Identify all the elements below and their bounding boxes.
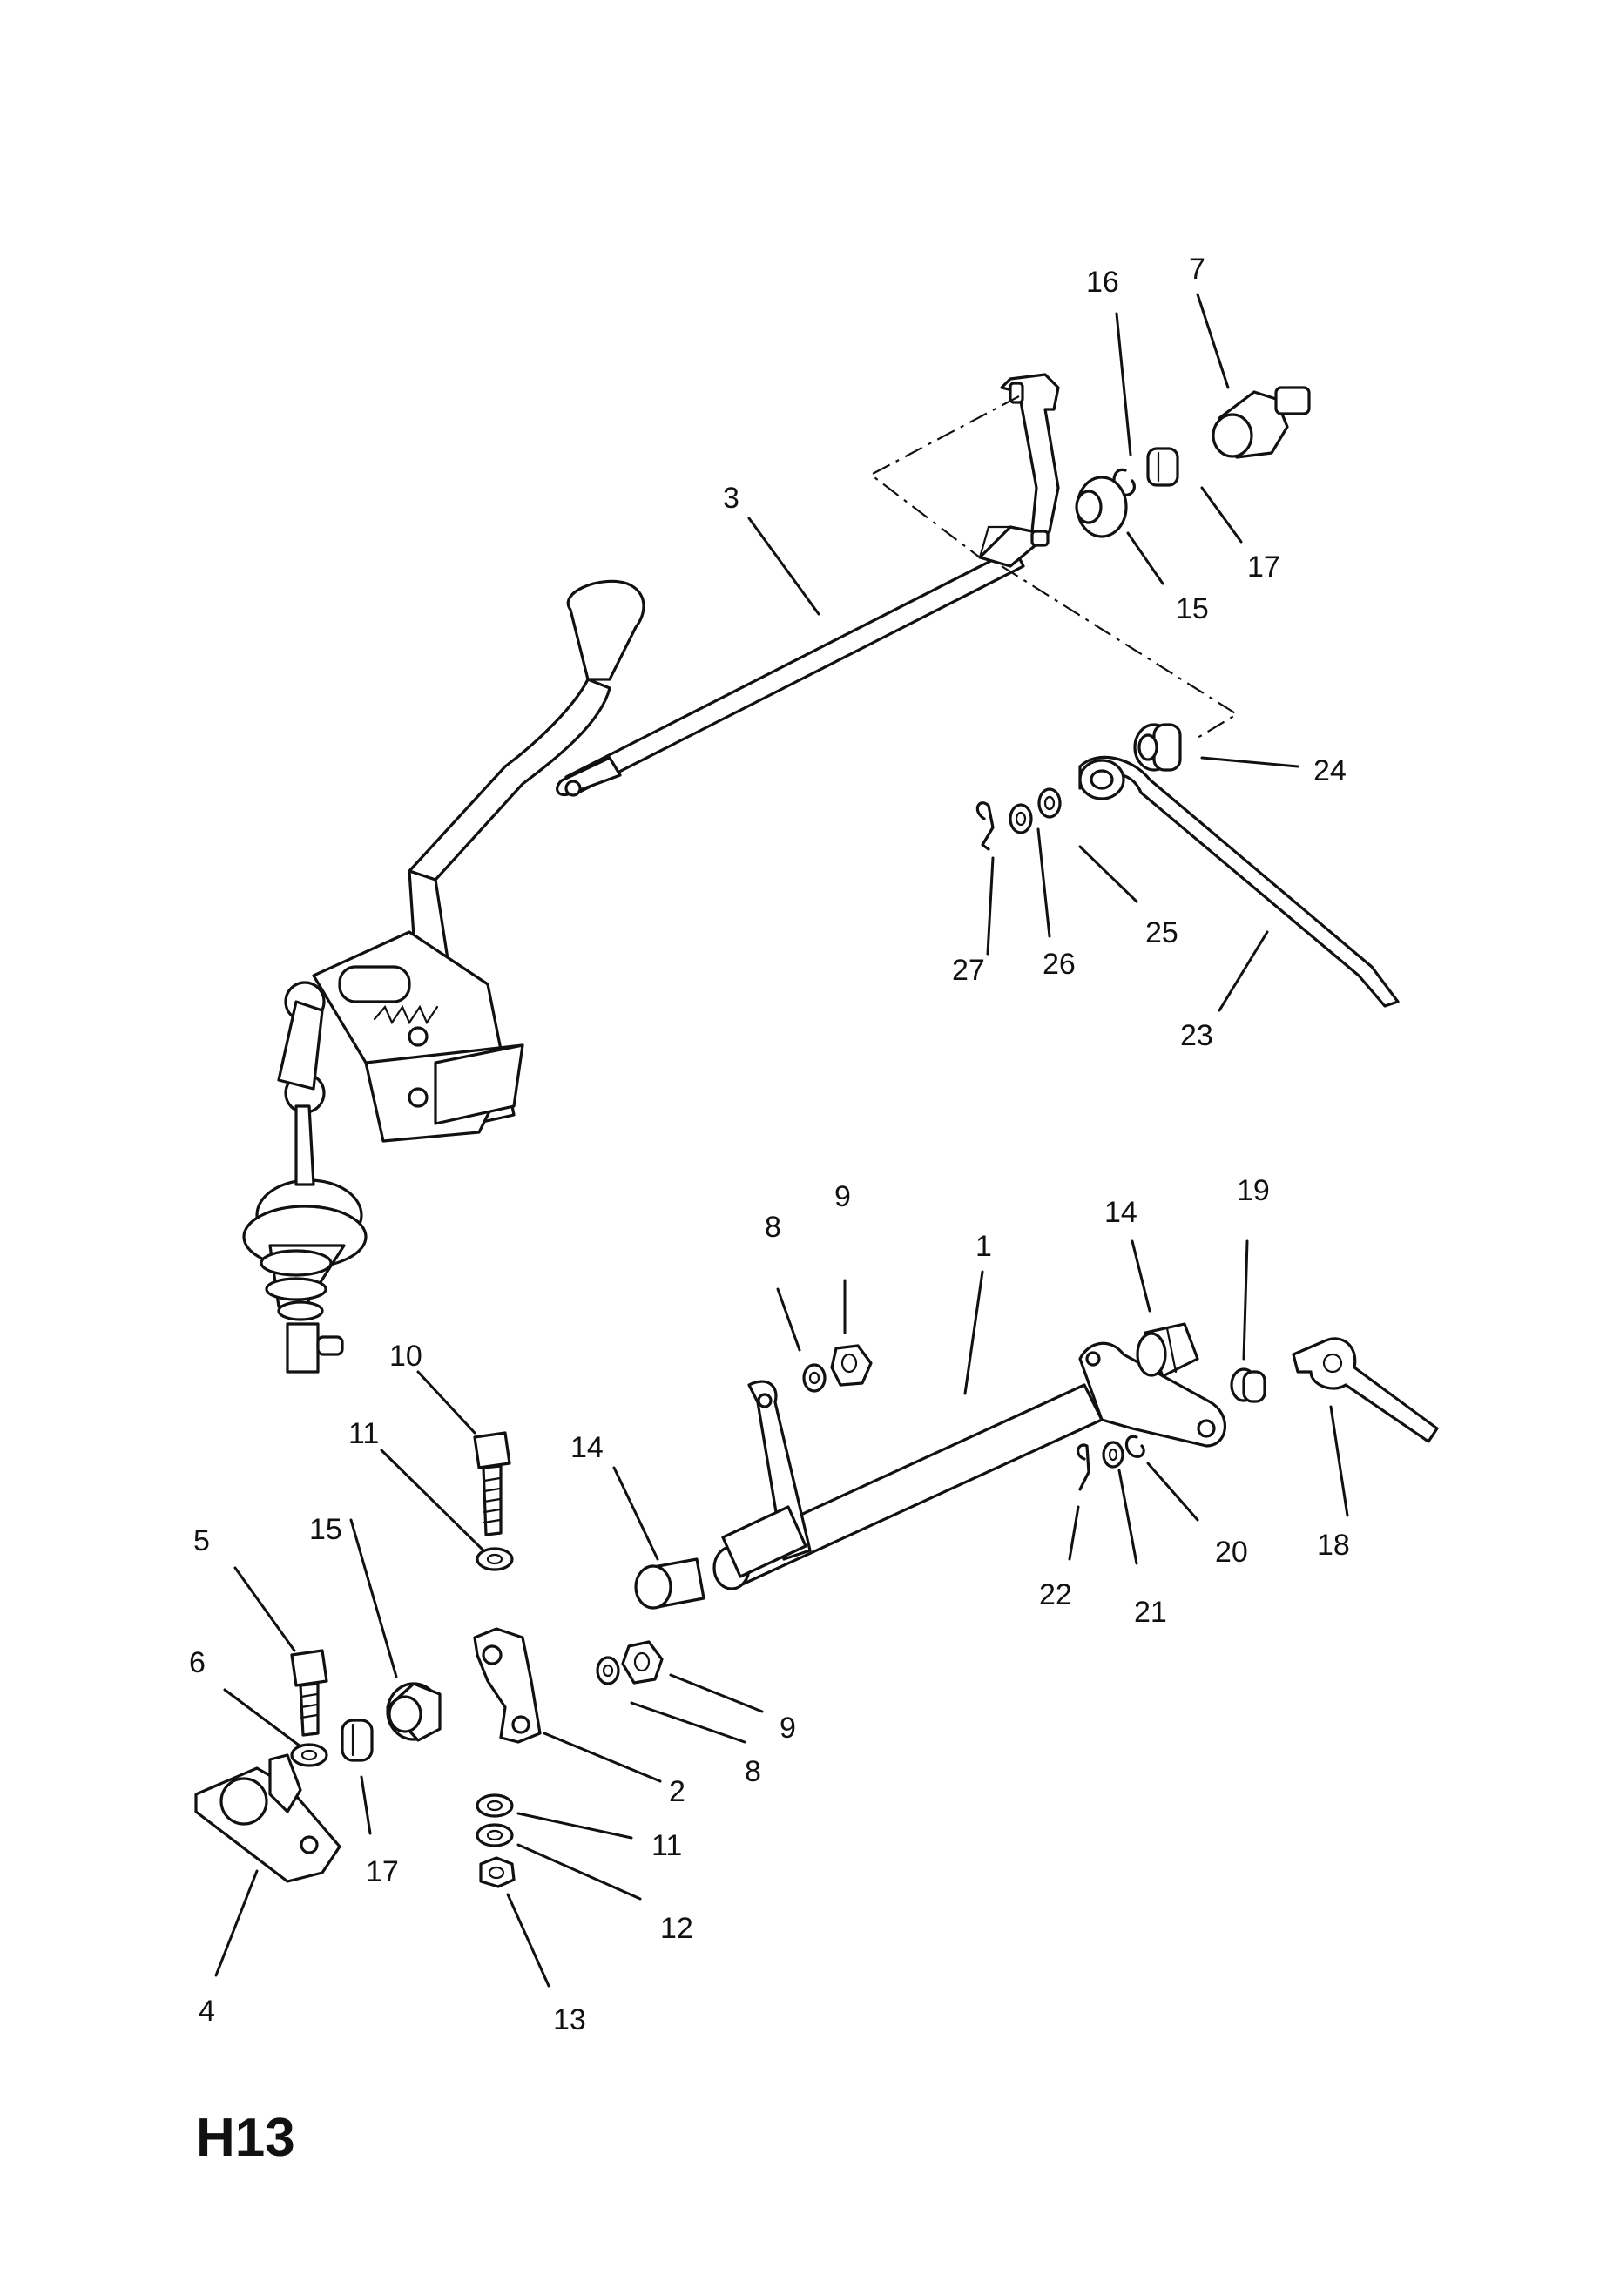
callout-8-lower: 8 <box>745 1755 761 1788</box>
part-11-washer-lower <box>476 1793 514 1818</box>
callout-19: 19 <box>1237 1174 1270 1207</box>
callout-22: 22 <box>1039 1578 1072 1611</box>
part-12-washer <box>476 1823 514 1847</box>
callout-27: 27 <box>952 954 985 987</box>
part-18-ball-joint <box>1292 1337 1439 1443</box>
callout-1: 1 <box>975 1230 992 1263</box>
part-11-washer-upper <box>476 1547 514 1571</box>
part-10-bolt <box>473 1431 511 1536</box>
part-22-split-pin <box>1077 1443 1090 1491</box>
callout-4: 4 <box>199 1995 215 2028</box>
callout-25: 25 <box>1145 916 1178 949</box>
part-15-bush <box>1075 476 1128 538</box>
callout-14-right: 14 <box>1104 1196 1137 1229</box>
callout-3: 3 <box>723 482 739 515</box>
leader-lines <box>214 293 1349 1988</box>
callout-2: 2 <box>669 1775 685 1808</box>
callout-8-upper: 8 <box>765 1211 781 1244</box>
callout-23: 23 <box>1180 1019 1213 1052</box>
callout-14-left: 14 <box>570 1431 604 1464</box>
callout-9-lower: 9 <box>780 1712 796 1745</box>
callout-17-left: 17 <box>366 1855 399 1888</box>
part-20-clip <box>1124 1435 1145 1458</box>
callout-18: 18 <box>1317 1529 1350 1562</box>
callout-15-upper: 15 <box>1176 592 1209 625</box>
part-27-split-pin <box>975 801 995 851</box>
callout-26: 26 <box>1043 948 1076 981</box>
callout-21: 21 <box>1134 1596 1167 1629</box>
callout-16: 16 <box>1086 266 1119 299</box>
callout-10: 10 <box>389 1340 422 1373</box>
callout-15-left: 15 <box>309 1513 342 1546</box>
part-23-link-rod <box>1078 755 1400 1008</box>
part-19-bush <box>1230 1367 1266 1403</box>
callout-11-lower: 11 <box>651 1829 682 1862</box>
part-26-washer <box>1009 803 1033 834</box>
callout-labels: 16 7 3 17 15 24 25 26 27 23 9 8 1 14 19 … <box>189 253 1350 2036</box>
callout-12: 12 <box>660 1912 693 1945</box>
part-8-washer-lower <box>596 1656 620 1685</box>
callout-9-upper: 9 <box>834 1180 851 1213</box>
part-7-switch <box>1212 386 1311 459</box>
part-4-bracket <box>194 1753 341 1883</box>
part-24-bush <box>1133 723 1182 772</box>
part-13-nut <box>479 1856 516 1888</box>
sheet-identifier: H13 <box>196 2108 295 2168</box>
part-2-bracket <box>473 1627 542 1744</box>
part-5-bolt <box>290 1649 328 1737</box>
part-17-retainer-left <box>341 1719 374 1762</box>
gear-lever-assembly <box>242 579 645 1374</box>
part-9-nut-lower <box>621 1640 664 1685</box>
callout-7: 7 <box>1189 253 1205 286</box>
part-14-bush-left <box>634 1557 705 1610</box>
part-14-bush-right <box>1136 1322 1199 1378</box>
callout-17-upper: 17 <box>1247 550 1280 584</box>
callout-6: 6 <box>189 1646 206 1679</box>
callout-24: 24 <box>1313 754 1347 787</box>
callout-11-upper: 11 <box>348 1417 379 1450</box>
part-17-retainer <box>1146 447 1179 487</box>
part-21-washer <box>1102 1441 1124 1469</box>
callout-13: 13 <box>553 2003 586 2036</box>
part-25-washer <box>1037 787 1062 819</box>
part-15-bush-left <box>386 1682 442 1742</box>
part-9-nut-upper <box>830 1344 873 1387</box>
callout-5: 5 <box>193 1524 210 1557</box>
callout-20: 20 <box>1215 1536 1248 1569</box>
part-1-shift-rod <box>712 1341 1226 1590</box>
part-3-selector-rod <box>556 373 1060 797</box>
part-6-washer <box>290 1743 328 1767</box>
part-8-washer-upper <box>802 1363 827 1393</box>
